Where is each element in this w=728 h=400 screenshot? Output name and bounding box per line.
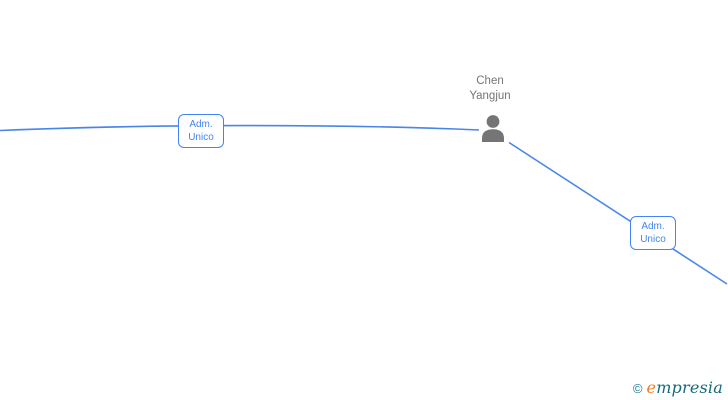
brand-initial: e: [646, 378, 657, 397]
person-icon[interactable]: [482, 115, 504, 142]
node-label-chen-yangjun[interactable]: Chen Yangjun: [469, 75, 511, 102]
empresia-logo: © empresia: [633, 380, 723, 396]
brand-name: empresia: [647, 380, 723, 396]
edge-line-right[interactable]: [508, 141, 728, 285]
person-icon-body: [482, 129, 504, 142]
person-icon-head: [486, 115, 500, 128]
edge-line-left[interactable]: [0, 124, 480, 132]
brand-rest: mpresia: [656, 378, 723, 397]
edge-label-right-adm-unico[interactable]: Adm. Unico: [630, 216, 676, 250]
edge-label-left-adm-unico[interactable]: Adm. Unico: [178, 114, 224, 148]
copyright-icon: ©: [632, 380, 643, 396]
